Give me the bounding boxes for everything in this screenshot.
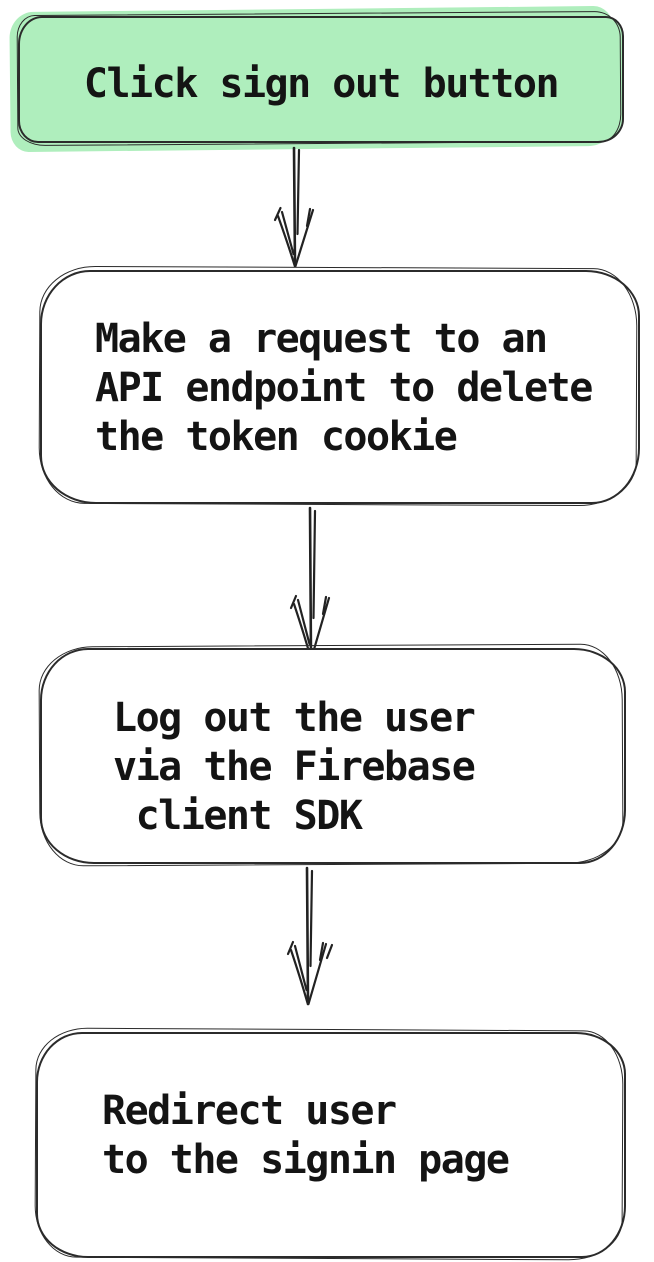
node-box	[40, 648, 626, 864]
flow-node-firebase-logout: Log out the user via the Firebase client…	[40, 648, 626, 864]
node-label: Redirect user to the signin page	[36, 1023, 626, 1249]
node-label-line: the token cookie	[95, 413, 458, 460]
node-label-line: API endpoint to delete	[95, 364, 593, 411]
node-label-line: client SDK	[113, 792, 363, 839]
node-label: Make a request to an API endpoint to del…	[40, 271, 640, 505]
arrow-down-icon	[286, 866, 334, 1006]
node-label-line: Click sign out button	[83, 61, 560, 107]
node-box	[40, 270, 640, 504]
flow-node-delete-token-cookie: Make a request to an API endpoint to del…	[40, 270, 640, 504]
node-box	[36, 1032, 626, 1258]
flow-node-redirect-signin: Redirect user to the signin page	[36, 1032, 626, 1258]
flow-node-click-sign-out: Click sign out button	[9, 5, 624, 153]
node-label: Log out the user via the Firebase client…	[40, 659, 626, 875]
node-label: Click sign out button	[18, 21, 624, 148]
node-label-line: Make a request to an	[95, 315, 548, 362]
node-label-line: via the Firebase	[113, 743, 476, 790]
node-label-line: to the signin page	[102, 1137, 510, 1183]
arrow-down-icon	[289, 506, 331, 660]
node-label-line: Log out the user	[113, 694, 476, 741]
arrow-down-icon	[273, 146, 315, 268]
node-label-line: Redirect user	[102, 1088, 397, 1134]
node-box	[18, 16, 624, 143]
